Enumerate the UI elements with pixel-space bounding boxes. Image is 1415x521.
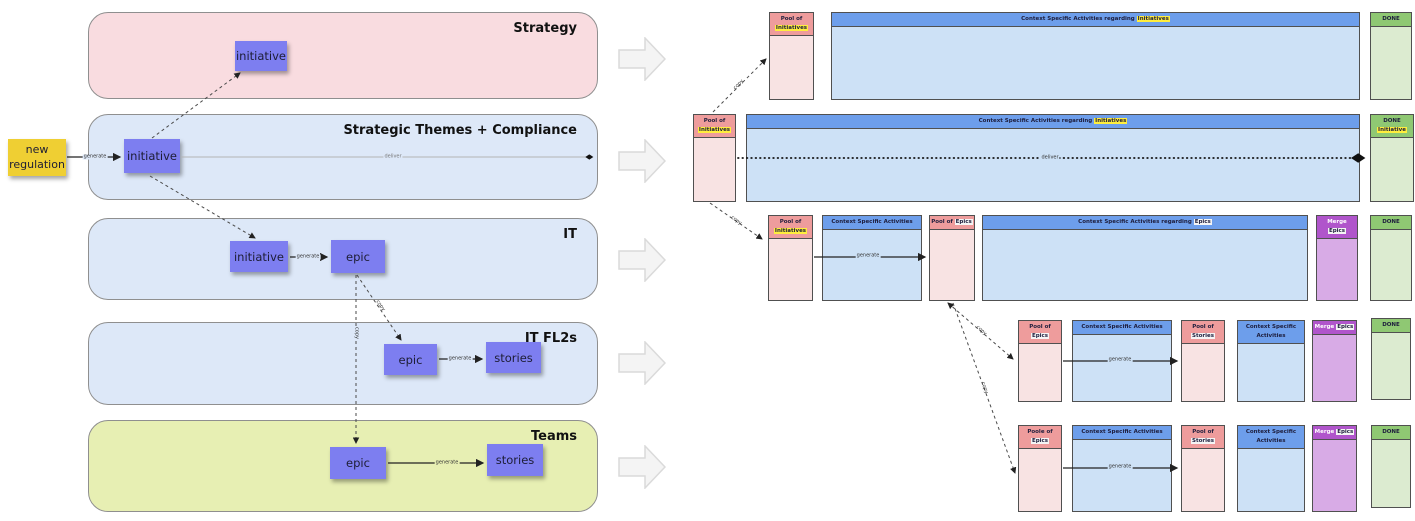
board-header: Poole of Epics	[1019, 426, 1061, 449]
board-header: Context Specific Activities regarding In…	[832, 13, 1359, 27]
board-poole-of-epics-row5[interactable]: Poole of Epics	[1018, 425, 1062, 512]
sticky-epic-label: epic	[346, 456, 370, 470]
flow-arrow-icon[interactable]	[618, 340, 667, 386]
sticky-new-regulation-label: new regulation	[9, 143, 65, 171]
sticky-stories-label: stories	[494, 350, 533, 365]
board-header: Context Specific Activities	[1073, 321, 1171, 335]
board-header: DONE	[1372, 319, 1410, 333]
board-header: Pool of Initiatives	[769, 216, 812, 239]
board-context-epics-row3[interactable]: Context Specific Activities regarding Ep…	[982, 215, 1308, 301]
board-pool-of-epics-row4[interactable]: Pool of Epics	[1018, 320, 1062, 402]
edge-label-copy: copy	[974, 324, 988, 337]
board-context-activities-row5[interactable]: Context Specific Activities	[1072, 425, 1172, 512]
board-done-row5[interactable]: DONE	[1371, 425, 1411, 508]
board-header: Context Specific Activities	[823, 216, 921, 230]
board-done-row3[interactable]: DONE	[1370, 215, 1412, 301]
flow-arrow-icon[interactable]	[618, 444, 667, 490]
edge-label-generate: generate	[434, 459, 460, 466]
board-pool-of-epics-row3[interactable]: Pool of Epics	[929, 215, 975, 301]
board-header: Pool of Initiatives	[694, 115, 735, 138]
edge-label-generate: generate	[295, 253, 321, 260]
edge-label-deliver: deliver	[1040, 154, 1060, 161]
board-context-activities-row3[interactable]: Context Specific Activities	[822, 215, 922, 301]
board-header: DONE	[1372, 426, 1410, 440]
board-header: Pool of Stories	[1182, 426, 1224, 449]
sticky-epic-teams[interactable]: epic	[330, 447, 386, 479]
lane-strategy-label: Strategy	[513, 21, 577, 36]
sticky-stories-label: stories	[495, 453, 535, 467]
board-header: DONE	[1371, 216, 1411, 230]
board-context-initiatives-row2[interactable]: Context Specific Activities regarding In…	[746, 114, 1360, 202]
lane-teams-label: Teams	[530, 429, 577, 444]
edge-label-copy: copy	[979, 381, 990, 395]
sticky-epic-fl2s[interactable]: epic	[384, 344, 437, 375]
board-header: Context Specific Activities regarding In…	[747, 115, 1359, 129]
edge-label-copy: copy	[729, 214, 743, 227]
edge-label-copy: copy	[732, 78, 745, 91]
edge-label-deliver: deliver	[383, 153, 403, 160]
sticky-stories-fl2s[interactable]: stories	[486, 342, 541, 373]
lane-it-label: IT	[563, 227, 577, 242]
edge-label-generate: generate	[447, 355, 473, 362]
edge-label-generate: generate	[1107, 463, 1133, 470]
sticky-epic-it[interactable]: epic	[331, 240, 385, 273]
lane-strategic-themes-label: Strategic Themes + Compliance	[343, 123, 577, 138]
sticky-initiative-label: initiative	[233, 249, 284, 264]
board-pool-of-initiatives-row2[interactable]: Pool of Initiatives	[693, 114, 736, 202]
flow-arrow-icon[interactable]	[618, 237, 667, 283]
board-header: Pool of Stories	[1182, 321, 1224, 344]
board-merge-epics-row3[interactable]: Merge Epics	[1316, 215, 1358, 301]
sticky-initiative-strategy[interactable]: initiative	[235, 41, 287, 71]
board-context-activities-row4[interactable]: Context Specific Activities	[1072, 320, 1172, 402]
edge-label-generate: generate	[82, 153, 108, 160]
board-context-activities-2-row5[interactable]: Context Specific Activities	[1237, 425, 1305, 512]
board-header: Context Specific Activities	[1238, 426, 1304, 449]
sticky-initiative-strategic[interactable]: initiative	[124, 139, 180, 173]
board-done-row1[interactable]: DONE	[1370, 12, 1412, 100]
board-context-activities-2-row4[interactable]: Context Specific Activities	[1237, 320, 1305, 402]
sticky-initiative-label: initiative	[235, 49, 286, 63]
board-done-row4[interactable]: DONE	[1371, 318, 1411, 400]
board-header: Pool of Epics	[1019, 321, 1061, 344]
board-context-initiatives-row1[interactable]: Context Specific Activities regarding In…	[831, 12, 1360, 100]
board-pool-of-stories-row5[interactable]: Pool of Stories	[1181, 425, 1225, 512]
board-merge-epics-row5[interactable]: Merge Epics	[1312, 425, 1357, 512]
board-header: Context Specific Activities regarding Ep…	[983, 216, 1307, 230]
board-pool-of-stories-row4[interactable]: Pool of Stories	[1181, 320, 1225, 402]
lane-strategy[interactable]: Strategy	[88, 12, 598, 99]
board-merge-epics-row4[interactable]: Merge Epics	[1312, 320, 1357, 402]
edge-label-generate: generate	[855, 252, 881, 259]
board-header: Context Specific Activities	[1073, 426, 1171, 440]
board-header: Pool of Epics	[930, 216, 974, 230]
board-pool-of-initiatives-row1[interactable]: Pool of Initiatives	[769, 12, 814, 100]
board-header: Merge Epics	[1313, 426, 1356, 440]
board-pool-of-initiatives-row3[interactable]: Pool of Initiatives	[768, 215, 813, 301]
sticky-stories-teams[interactable]: stories	[487, 444, 543, 476]
sticky-initiative-label: initiative	[126, 149, 177, 163]
edge-label-copy: copy	[374, 299, 387, 313]
board-header: Context Specific Activities	[1238, 321, 1304, 344]
sticky-initiative-it[interactable]: initiative	[230, 241, 288, 272]
sticky-new-regulation[interactable]: new regulation	[8, 139, 66, 176]
edge-label-generate: generate	[1107, 356, 1133, 363]
board-header: Merge Epics	[1317, 216, 1357, 239]
sticky-epic-label: epic	[398, 352, 423, 367]
board-header: DONE	[1371, 13, 1411, 27]
board-header: DONE Initiative	[1371, 115, 1413, 138]
sticky-epic-label: epic	[346, 249, 370, 264]
edge-label-copy: copy	[353, 326, 360, 340]
flow-arrow-icon[interactable]	[618, 36, 667, 82]
flow-arrow-icon[interactable]	[618, 138, 667, 184]
board-header: Pool of Initiatives	[770, 13, 813, 36]
board-header: Merge Epics	[1313, 321, 1356, 335]
board-done-initiative-row2[interactable]: DONE Initiative	[1370, 114, 1414, 202]
